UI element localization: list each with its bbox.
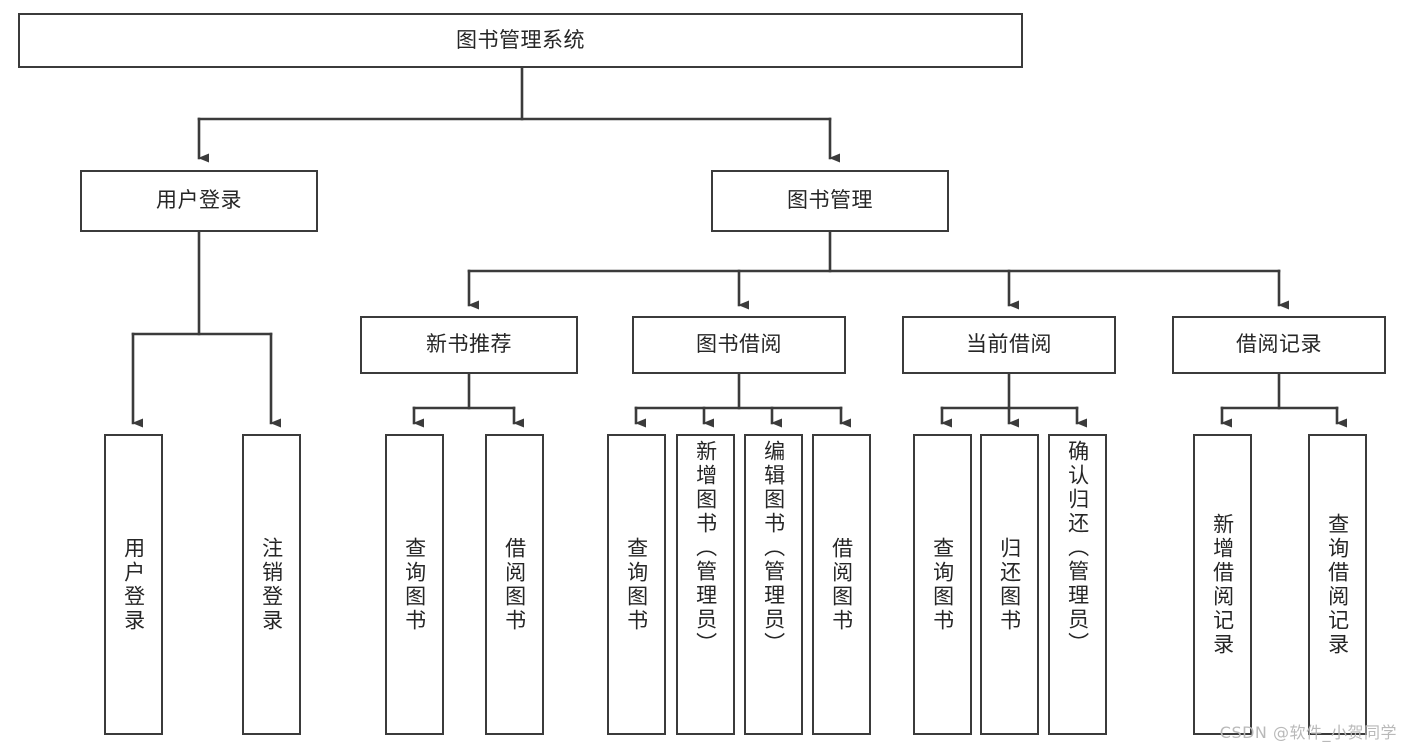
- leaf-label: 查询图书: [930, 536, 955, 633]
- leaf-add-book[interactable]: 新增图书（管理员）: [676, 434, 735, 735]
- node-label: 图书管理系统: [456, 27, 585, 52]
- node-label: 当前借阅: [966, 332, 1052, 357]
- leaf-label: 确认归还（管理员）: [1065, 440, 1090, 656]
- leaf-query-book-2[interactable]: 查询图书: [607, 434, 666, 735]
- node-user-login[interactable]: 用户登录: [80, 170, 318, 232]
- leaf-label: 新增图书（管理员）: [693, 440, 718, 656]
- node-root-book-management-system[interactable]: 图书管理系统: [18, 13, 1023, 68]
- leaf-edit-book[interactable]: 编辑图书（管理员）: [744, 434, 803, 735]
- node-label: 图书管理: [787, 188, 873, 213]
- leaf-label: 查询图书: [624, 536, 649, 633]
- leaf-label: 查询借阅记录: [1325, 512, 1350, 657]
- leaf-label: 借阅图书: [829, 536, 854, 633]
- leaf-query-record[interactable]: 查询借阅记录: [1308, 434, 1367, 735]
- node-current-borrow[interactable]: 当前借阅: [902, 316, 1116, 374]
- leaf-label: 用户登录: [121, 536, 146, 633]
- leaf-label: 编辑图书（管理员）: [761, 440, 786, 656]
- leaf-query-book-3[interactable]: 查询图书: [913, 434, 972, 735]
- leaf-label: 借阅图书: [502, 536, 527, 633]
- leaf-return-book[interactable]: 归还图书: [980, 434, 1039, 735]
- node-new-book-recommend[interactable]: 新书推荐: [360, 316, 578, 374]
- leaf-label: 新增借阅记录: [1210, 512, 1235, 657]
- leaf-label: 查询图书: [402, 536, 427, 633]
- leaf-user-logout[interactable]: 注销登录: [242, 434, 301, 735]
- leaf-label: 注销登录: [259, 536, 284, 633]
- watermark-text: CSDN @软件_小贺同学: [1219, 723, 1397, 742]
- node-book-borrow[interactable]: 图书借阅: [632, 316, 846, 374]
- node-book-manage[interactable]: 图书管理: [711, 170, 949, 232]
- leaf-label: 归还图书: [997, 536, 1022, 633]
- node-label: 图书借阅: [696, 332, 782, 357]
- leaf-add-record[interactable]: 新增借阅记录: [1193, 434, 1252, 735]
- node-borrow-record[interactable]: 借阅记录: [1172, 316, 1386, 374]
- node-label: 新书推荐: [426, 332, 512, 357]
- leaf-user-login[interactable]: 用户登录: [104, 434, 163, 735]
- node-label: 借阅记录: [1236, 332, 1322, 357]
- leaf-query-book-1[interactable]: 查询图书: [385, 434, 444, 735]
- node-label: 用户登录: [156, 188, 242, 213]
- leaf-borrow-book-2[interactable]: 借阅图书: [812, 434, 871, 735]
- leaf-borrow-book-1[interactable]: 借阅图书: [485, 434, 544, 735]
- leaf-confirm-return[interactable]: 确认归还（管理员）: [1048, 434, 1107, 735]
